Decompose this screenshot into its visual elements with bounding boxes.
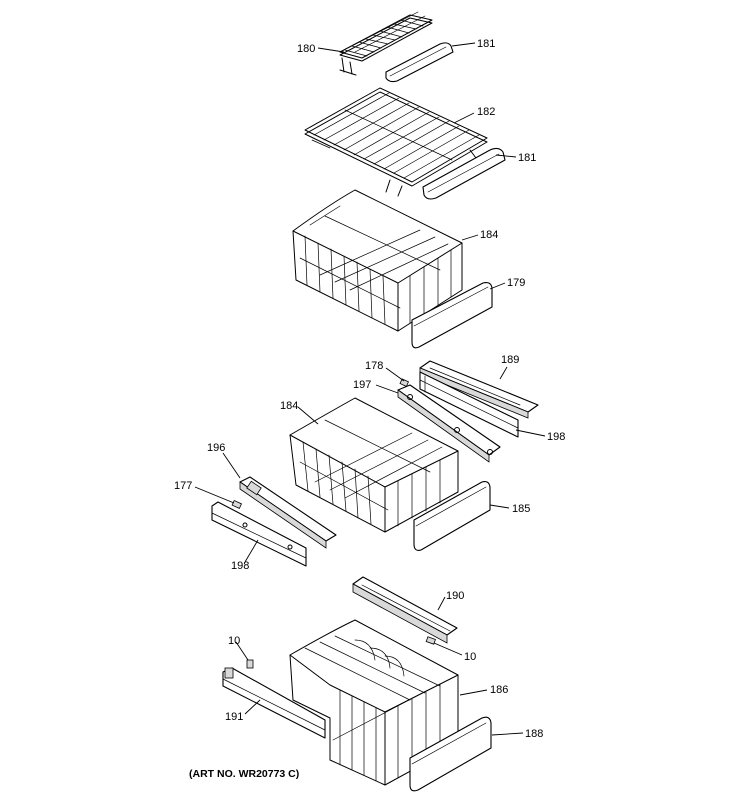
callout-labels: 180 181 182 181 184 179 178 189 197 184 … (174, 38, 565, 740)
part-189-rail-bracket[interactable] (419, 360, 539, 419)
leader-lines (194, 42, 546, 736)
part-184-wire-basket-upper[interactable] (292, 189, 463, 332)
part-178-screw[interactable] (399, 378, 410, 387)
callout-190: 190 (446, 590, 464, 602)
part-182-large-wire-shelf[interactable] (304, 87, 488, 197)
part-184-wire-basket-middle[interactable] (289, 397, 459, 533)
callout-196: 196 (207, 442, 225, 454)
callout-185: 185 (512, 503, 530, 515)
art-number: (ART NO. WR20773 C) (189, 768, 299, 780)
callout-188: 188 (525, 728, 543, 740)
part-196-slide-rail[interactable] (239, 476, 337, 549)
callout-182: 182 (477, 106, 495, 118)
callout-191: 191 (225, 711, 243, 723)
part-10-screw-left[interactable] (246, 659, 254, 669)
part-181-shelf-trim-upper[interactable] (385, 42, 454, 83)
callout-184-upper: 184 (480, 229, 498, 241)
part-180-small-wire-shelf[interactable] (339, 11, 433, 76)
callout-10-right: 10 (464, 651, 476, 663)
callout-184-middle: 184 (280, 400, 298, 412)
part-181-shelf-trim-lower[interactable] (422, 147, 506, 200)
part-188-front-panel[interactable] (409, 716, 492, 792)
callout-10-left: 10 (228, 635, 240, 647)
callout-178: 178 (365, 360, 383, 372)
part-179-front-panel[interactable] (411, 282, 493, 349)
callout-186: 186 (490, 684, 508, 696)
part-10-screw-right[interactable] (425, 636, 436, 645)
callout-177: 177 (174, 480, 192, 492)
callout-198-upper: 198 (547, 431, 565, 443)
callout-181-lower: 181 (518, 152, 536, 164)
part-197-slide-rail[interactable] (397, 384, 501, 463)
part-198-rail-lower[interactable] (211, 501, 307, 567)
callout-198-lower: 198 (231, 560, 249, 572)
part-185-front-panel[interactable] (413, 481, 491, 551)
part-198-rail-upper[interactable] (419, 371, 519, 438)
callout-181-upper: 181 (477, 38, 495, 50)
callout-189: 189 (501, 354, 519, 366)
callout-197: 197 (353, 379, 371, 391)
part-190-rail-bracket[interactable] (352, 576, 458, 644)
part-177-screw[interactable] (231, 499, 243, 509)
callout-179: 179 (507, 277, 525, 289)
part-191-rail[interactable] (222, 667, 326, 739)
callout-180: 180 (297, 43, 315, 55)
